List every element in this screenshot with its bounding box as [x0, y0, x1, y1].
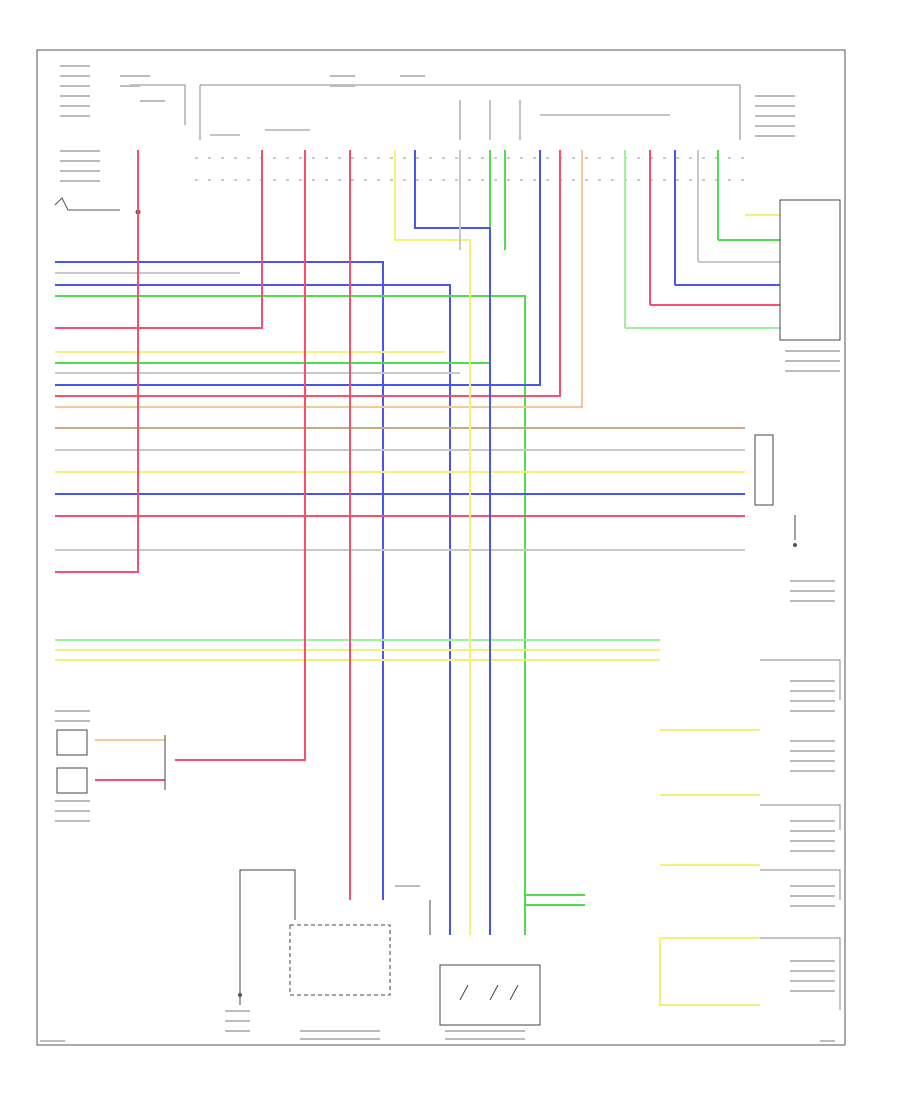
illegible-label-mark — [790, 710, 835, 712]
left-sensor-1 — [56, 729, 88, 756]
illegible-label-mark — [60, 65, 90, 67]
illegible-label-mark — [55, 720, 90, 722]
illegible-label-mark — [60, 170, 100, 172]
vehicle-speed-sensor-box — [289, 924, 391, 996]
illegible-label-mark — [755, 115, 795, 117]
illegible-label-mark — [300, 1038, 380, 1040]
wire-blue-3 — [55, 150, 541, 386]
illegible-label-mark — [755, 105, 795, 107]
illegible-label-mark — [140, 100, 165, 102]
wire-blue-1 — [55, 261, 384, 900]
bottom-left-component — [239, 869, 296, 1005]
illegible-label-mark — [55, 710, 90, 712]
wire-red-4 — [55, 150, 139, 573]
wire-red-2 — [55, 150, 561, 397]
illegible-label-mark — [820, 1040, 835, 1042]
illegible-label-mark — [225, 1020, 250, 1022]
wire-blue-r1 — [674, 150, 780, 286]
illegible-label-mark — [790, 850, 835, 852]
illegible-label-mark — [790, 740, 835, 742]
illegible-label-mark — [790, 680, 835, 682]
wire-red-1 — [55, 150, 263, 329]
illegible-label-mark — [400, 75, 425, 77]
illegible-label-mark — [40, 1040, 65, 1042]
illegible-label-mark — [395, 885, 420, 887]
illegible-label-mark — [445, 1038, 525, 1040]
right-side-boxes — [760, 659, 841, 1010]
bottom-left-ground-icon — [238, 993, 242, 997]
vertical-wire-group — [95, 150, 585, 935]
illegible-label-mark — [330, 75, 355, 77]
illegible-label-mark — [120, 75, 150, 77]
illegible-label-mark — [790, 895, 835, 897]
illegible-label-mark — [790, 760, 835, 762]
illegible-label-mark — [790, 580, 835, 582]
wire-yellow-b4 — [659, 937, 760, 1006]
illegible-label-mark — [755, 135, 795, 137]
illegible-label-mark — [785, 360, 840, 362]
illegible-label-mark — [300, 1030, 380, 1032]
illegible-label-mark — [790, 905, 835, 907]
illegible-label-mark — [445, 1030, 525, 1032]
illegible-label-mark — [60, 85, 90, 87]
illegible-label-mark — [330, 85, 355, 87]
illegible-label-mark — [790, 700, 835, 702]
illegible-label-mark — [790, 970, 835, 972]
tiny-label-group — [40, 65, 840, 1042]
illegible-label-mark — [60, 115, 90, 117]
illegible-label-mark — [790, 600, 835, 602]
illegible-label-mark — [790, 885, 835, 887]
wire-red-r1 — [649, 150, 780, 306]
wire-orange-1 — [55, 150, 583, 408]
illegible-label-mark — [790, 960, 835, 962]
wire-yellow-v1 — [394, 150, 471, 935]
stop-lamp-switch-box — [439, 964, 541, 1026]
illegible-label-mark — [790, 980, 835, 982]
header-bus — [130, 84, 741, 140]
illegible-label-mark — [790, 840, 835, 842]
illegible-label-mark — [790, 770, 835, 772]
wire-lightgreen-r1 — [624, 150, 780, 329]
top-terminal-row — [195, 157, 745, 181]
wire-blue-v1 — [414, 150, 491, 935]
illegible-label-mark — [60, 160, 100, 162]
wire-green-1 — [55, 295, 526, 935]
illegible-label-mark — [755, 125, 795, 127]
illegible-label-mark — [55, 800, 90, 802]
diagram-frame — [36, 49, 846, 1046]
illegible-label-mark — [225, 1030, 250, 1032]
illegible-label-mark — [790, 830, 835, 832]
sensor-connector-right — [754, 434, 774, 506]
illegible-label-mark — [60, 150, 100, 152]
illegible-label-mark — [755, 95, 795, 97]
wire-green-r1 — [717, 150, 780, 241]
left-sensor-2 — [56, 767, 88, 794]
illegible-label-mark — [60, 105, 90, 107]
illegible-label-mark — [790, 590, 835, 592]
illegible-label-mark — [55, 810, 90, 812]
ground-switch-upper-left — [54, 197, 141, 215]
wire-blue-2 — [55, 284, 451, 935]
illegible-label-mark — [790, 750, 835, 752]
wire-red-v1 — [175, 150, 306, 761]
illegible-label-mark — [120, 85, 140, 87]
combination-meter-connector — [779, 199, 841, 341]
illegible-label-mark — [790, 690, 835, 692]
right-ground-icon — [793, 543, 797, 547]
illegible-label-mark — [790, 990, 835, 992]
wire-green-2 — [55, 150, 491, 364]
illegible-label-mark — [55, 820, 90, 822]
illegible-label-mark — [60, 95, 90, 97]
illegible-label-mark — [785, 370, 840, 372]
horizontal-wire-group — [55, 150, 780, 1006]
illegible-label-mark — [60, 180, 100, 182]
switch-contacts — [459, 984, 519, 1001]
illegible-label-mark — [60, 75, 90, 77]
illegible-label-mark — [225, 1010, 250, 1012]
illegible-label-mark — [790, 820, 835, 822]
wire-gray-r1 — [697, 150, 780, 263]
illegible-label-mark — [785, 350, 840, 352]
